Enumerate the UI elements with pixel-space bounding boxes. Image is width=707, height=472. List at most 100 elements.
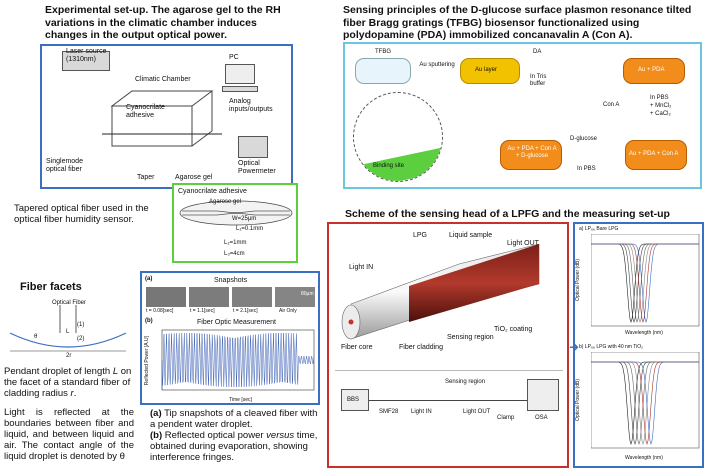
light-in-label: Light IN xyxy=(349,264,374,271)
tapered-fiber-caption: Tapered optical fiber used in the optica… xyxy=(14,203,149,225)
snapshot-image-4 xyxy=(275,287,315,307)
cyanocrilate-label: Cyanocrilate adhesive xyxy=(126,104,165,119)
pc-keyboard xyxy=(222,86,258,92)
bbs-label: BBS xyxy=(347,397,360,403)
snap-caption-b-text2: time, obtained during evaporation, showi… xyxy=(150,430,318,463)
snap-time-4: Air Only xyxy=(279,308,297,314)
facets-caption-1: Pendant droplet of length L on the facet… xyxy=(4,366,134,399)
spectra-b-xlabel: Wavelength (nm) xyxy=(625,455,663,461)
spectra-a-ylabel: Optical Power (dB) xyxy=(575,259,581,301)
zoom-l2-label: L₂=1mm xyxy=(224,240,247,246)
tapered-fiber-zoom-panel: Cyanocrilate adhesive Agarose gel W=25μm… xyxy=(172,183,298,263)
lpg-label: LPG xyxy=(413,232,428,239)
laser-label: Laser source (1310nm) xyxy=(66,48,107,63)
spr-title: Sensing principles of the D-glucose surf… xyxy=(343,4,692,41)
snap-caption: (a) Tip snapshots of a cleaved fiber wit… xyxy=(150,408,320,463)
au-layer-label: Au layer xyxy=(475,67,498,73)
binding-site-zoom xyxy=(353,92,443,182)
snapshot-strip: t = 0.08[sec] t = 1.1[sec] t = 2.1[sec] … xyxy=(146,287,316,315)
in-tris-label: In Tris buffer xyxy=(530,74,547,87)
fiber-measure-title: Fiber Optic Measurement xyxy=(197,319,276,326)
spectra-b-ylabel: Optical Power (dB) xyxy=(575,379,581,421)
spectra-b-plot xyxy=(591,352,700,449)
resonance-dip-line xyxy=(591,361,699,446)
singlemode-label: Singlemode optical fiber xyxy=(46,158,83,173)
bbs-device xyxy=(341,389,369,411)
snapshot-image-3 xyxy=(232,287,272,307)
facets-caption-1e: . xyxy=(73,388,77,399)
mark-2-label: (2) xyxy=(77,336,85,342)
agarose-label: Agarose gel xyxy=(175,174,213,181)
pc-label: PC xyxy=(229,54,239,61)
in-pbs-1-label: In PBS xyxy=(650,95,669,101)
snapshots-panel: (a) Snapshots t = 0.08[sec] t = 1.1[sec]… xyxy=(140,271,320,405)
light-out-2-label: Light OUT xyxy=(463,409,491,415)
facets-title: Fiber facets xyxy=(20,281,82,293)
snap-xlabel: Time [sec] xyxy=(229,397,252,403)
snap-caption-a-label: (a) xyxy=(150,408,162,419)
pc-monitor xyxy=(225,64,255,84)
tio2-label: TiO₂ coating xyxy=(494,326,533,333)
au-pda-tube xyxy=(623,58,685,84)
fiber-line xyxy=(369,400,529,401)
dim-2r-label: 2r xyxy=(66,353,72,359)
optical-fiber-label: Optical Fiber xyxy=(52,300,87,306)
analog-label: Analog inputs/outputs xyxy=(229,98,273,113)
climatic-chamber-drawing xyxy=(102,90,222,147)
spectra-b-title: b) LP₆₆ LPG with 40 nm TiO₂ xyxy=(579,344,644,350)
resonance-dip-line xyxy=(591,243,699,323)
osa-label: OSA xyxy=(535,415,548,421)
sensing-region-label: Sensing region xyxy=(447,334,494,341)
snapshot-image-2 xyxy=(189,287,229,307)
mncl-label: + MnCl₂ xyxy=(650,103,672,109)
facets-caption-2: Light is reflected at the boundaries bet… xyxy=(4,407,134,462)
zoom-width-label: W=25μm xyxy=(232,216,257,222)
tfbg-fiber xyxy=(355,58,411,84)
snap-caption-a-text: Tip snapshots of a cleaved fiber with a … xyxy=(150,408,318,430)
zoom-agarose-label: Agarose gel xyxy=(209,199,242,205)
fiber-cladding-label: Fiber cladding xyxy=(399,344,443,351)
snap-time-3: t = 2.1[sec] xyxy=(233,308,258,314)
d-glucose-label: D-glucose xyxy=(570,136,598,142)
au-sputter-label: Au sputtering xyxy=(419,62,455,68)
light-in-2-label: Light IN xyxy=(411,409,432,415)
snap-caption-b-text1: Reflected optical power xyxy=(162,430,267,441)
au-pda-cona-label: Au + PDA + Con A xyxy=(629,151,679,157)
fiber-facet-drawing xyxy=(9,305,127,352)
zoom-l3-label: L₃=4cm xyxy=(224,251,245,257)
tapered-fiber-drawing xyxy=(179,200,293,226)
tfbg-label: TFBG xyxy=(375,49,391,55)
taper-label: Taper xyxy=(137,174,155,181)
spectra-a-plot xyxy=(591,234,700,327)
mark-1-label: (1) xyxy=(77,322,85,328)
facets-caption-1c: on the facet of a standard fiber of clad… xyxy=(4,366,132,399)
spr-panel: TFBG Au sputtering Au layer DA In Tris b… xyxy=(343,42,702,189)
experimental-setup-panel: Laser source (1310nm) PC Climatic Chambe… xyxy=(40,44,293,189)
measure-setup: BBS Sensing region SMF28 Light IN Light … xyxy=(335,370,563,461)
snap-ylabel: Reflected Power [A.U] xyxy=(144,336,150,386)
facets-caption-1b: L xyxy=(112,366,119,377)
chamber-label: Climatic Chamber xyxy=(135,76,191,83)
snap-caption-b-label: (b) xyxy=(150,430,163,441)
da-label: DA xyxy=(533,49,542,55)
snapshot-image-1 xyxy=(146,287,186,307)
oscillation-plot xyxy=(161,329,315,391)
experimental-title: Experimental set-up. The agarose gel to … xyxy=(45,4,281,41)
spectra-a-xlabel: Wavelength (nm) xyxy=(625,330,663,336)
lpfg-panel: LPG Liquid sample Light IN Light OUT Fib… xyxy=(327,222,569,468)
liquid-label: Liquid sample xyxy=(449,232,493,239)
clamp-label: Clamp xyxy=(497,415,515,421)
facets-caption-1d: r xyxy=(70,388,74,399)
powermeter-device xyxy=(238,136,268,158)
snap-caption-b-versus: versus xyxy=(266,430,295,441)
dim-l-label: L xyxy=(66,329,70,335)
snap-time-1: t = 0.08[sec] xyxy=(146,308,174,314)
au-pda-cona-tube xyxy=(625,140,687,170)
osa-device xyxy=(527,379,559,411)
au-pda-cona-glucose-tube xyxy=(500,140,562,170)
zoom-l1-label: L₁=0.1mm xyxy=(236,226,264,232)
snap-scale: 80μm xyxy=(301,291,314,297)
facets-caption-1a: Pendant droplet of length xyxy=(4,366,113,377)
spectra-a-title: a) LP₆₆ Bare LPG xyxy=(579,226,619,232)
zoom-title: Cyanocrilate adhesive xyxy=(178,188,247,195)
